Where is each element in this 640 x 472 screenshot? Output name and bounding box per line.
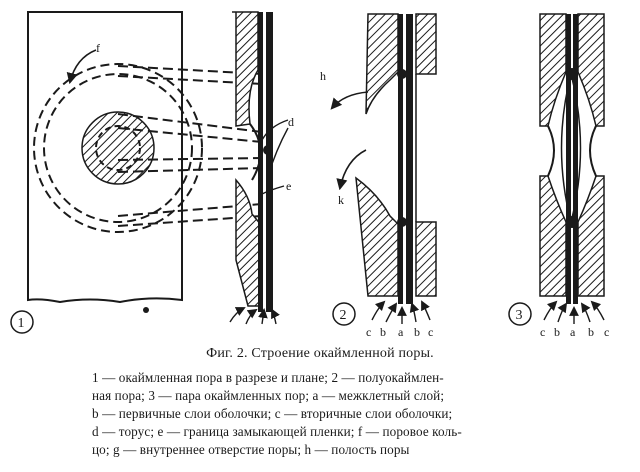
inner-aperture [81,111,155,185]
bottom2-c1: c [366,325,371,339]
section-wall-hatched [232,11,259,127]
bottom3-b2: b [588,325,594,339]
bottom3-c1: c [540,325,545,339]
caption-line-4: d — торус; e — граница замыкающей пленки… [92,424,462,439]
label-e: e [286,179,291,193]
bottom3-c2: c [604,325,609,339]
label-panel-3: 3 [516,308,523,323]
caption-line-3: b — первичные слои оболочки; c — вторичн… [92,406,453,421]
label-f: f [96,41,100,55]
caption-line-1: 1 — окаймленная пора в разрезе и плане; … [92,370,444,385]
caption-title: Фиг. 2. Строение окаймленной поры. [206,346,434,361]
pore-ring-inner [43,73,193,223]
bottom2-b1: b [380,325,386,339]
pore-ring-outer [33,63,203,233]
label-d: d [288,115,294,129]
bottom2-c2: c [428,325,433,339]
panel-3: 3 c b a b c [508,13,609,339]
label-panel-1: 1 [18,316,25,331]
bottom3-b1: b [554,325,560,339]
bottom2-a: a [398,325,404,339]
pore-structure-figure: f d e 1 h [10,11,609,339]
label-k: k [338,193,344,207]
label-h: h [320,69,326,83]
bottom2-b2: b [414,325,420,339]
panel-2: h k 2 c b a b c [320,13,437,339]
panel-1: f d e 1 [10,11,294,334]
caption-line-2: ная пора; 3 — пара окаймленных пор; a — … [92,388,445,403]
caption-line-5: цо; g — внутреннее отверстие поры; h — п… [92,442,410,457]
bottom3-a: a [570,325,576,339]
label-panel-2: 2 [340,308,347,323]
